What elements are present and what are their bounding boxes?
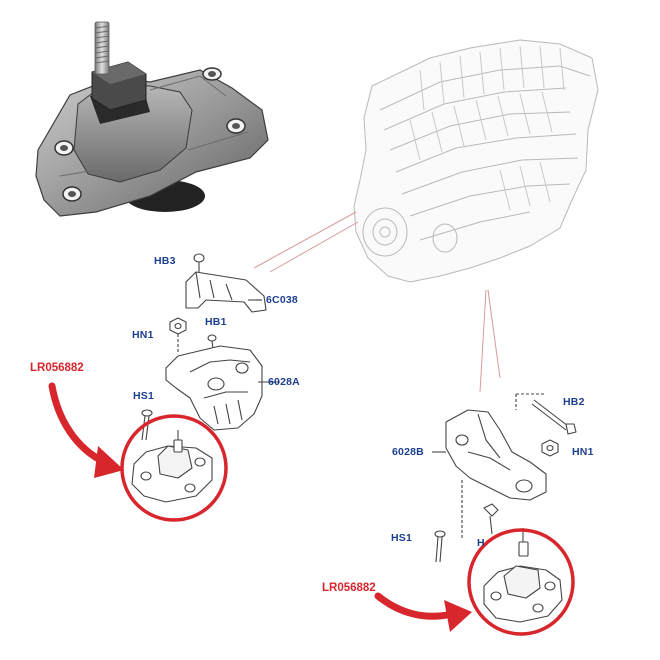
hn1-nut-left [169,317,187,335]
bracket-6c038 [185,271,267,313]
label-6028b: 6028B [392,446,424,458]
right-assembly [432,393,577,623]
label-hb2: HB2 [563,396,585,408]
label-hb1: HB1 [205,316,227,328]
bracket-6028a [165,345,263,431]
red-arrow-left [48,382,124,478]
hs1-stud-right [434,530,446,563]
label-hn1-left: HN1 [132,329,154,341]
label-hs1-left: HS1 [133,390,155,402]
highlight-marks [48,382,575,636]
hn1-nut-right [541,439,559,457]
hb2-bolt [531,399,577,435]
label-hn1-right: HN1 [572,446,594,458]
label-h-right: H [477,537,485,549]
highlight-circle-right [467,528,575,636]
label-hs1-right: HS1 [391,532,413,544]
bracket-6028b [445,409,547,501]
label-6028a: 6028A [268,376,300,388]
h-bolt [483,503,499,535]
part-number-label-left: LR056882 [30,362,84,374]
label-6c038: 6C038 [266,294,298,306]
left-assembly [131,253,280,503]
engine-drawing [353,39,599,283]
red-arrow-right [374,592,472,632]
hs1-stud-left [141,409,153,441]
leader-lines [253,211,501,393]
hb3-bolt [193,253,205,278]
label-hb3: HB3 [154,255,176,267]
mount-photo [35,21,269,217]
part-number-label-right: LR056882 [322,582,376,594]
highlight-circle-left [120,414,228,522]
